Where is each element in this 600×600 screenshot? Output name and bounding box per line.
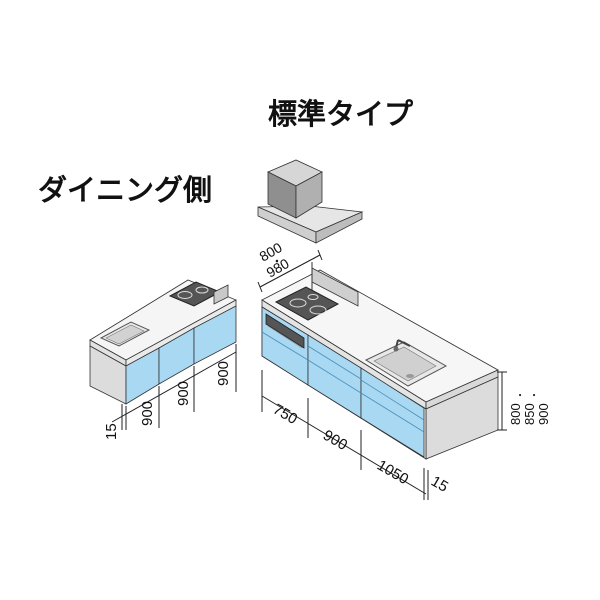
main-dim-750: 750 <box>270 401 300 428</box>
height-dim-800: 800 <box>508 403 523 425</box>
title-standard-type: 標準タイプ <box>268 97 414 131</box>
height-dim-sep-2: ・ <box>530 390 541 400</box>
main-width-dimension-lines <box>261 370 429 500</box>
dining-dim-900-c: 900 <box>215 361 232 386</box>
main-dim-900: 900 <box>320 427 350 454</box>
dining-dimension-labels: 15 900 900 900 <box>103 361 232 440</box>
height-dim-sep-1: ・ <box>516 390 527 400</box>
depth-dimension-labels: 800 ・ 980 <box>257 239 292 281</box>
main-oven-panel <box>265 313 305 349</box>
main-dim-15: 15 <box>428 473 451 496</box>
height-dim-900: 900 <box>536 403 551 425</box>
height-dimension-line <box>497 371 507 431</box>
height-dim-850: 850 <box>522 403 537 425</box>
dining-dimension-lines <box>111 344 237 430</box>
height-dimension-labels: 800 ・ 850 ・ 900 <box>508 390 551 425</box>
title-dining-side: ダイニング側 <box>38 173 212 207</box>
depth-dimension-line <box>257 249 323 293</box>
range-hood <box>257 159 364 244</box>
dining-door-3 <box>193 305 237 365</box>
dining-island <box>89 279 237 405</box>
dining-dim-15: 15 <box>103 423 120 440</box>
main-cooktop <box>274 286 340 321</box>
main-kitchen <box>261 262 499 460</box>
main-faucet <box>393 339 411 352</box>
dining-dim-900-a: 900 <box>139 401 156 426</box>
main-dim-1050: 1050 <box>374 457 411 488</box>
dining-dim-900-b: 900 <box>175 381 192 406</box>
